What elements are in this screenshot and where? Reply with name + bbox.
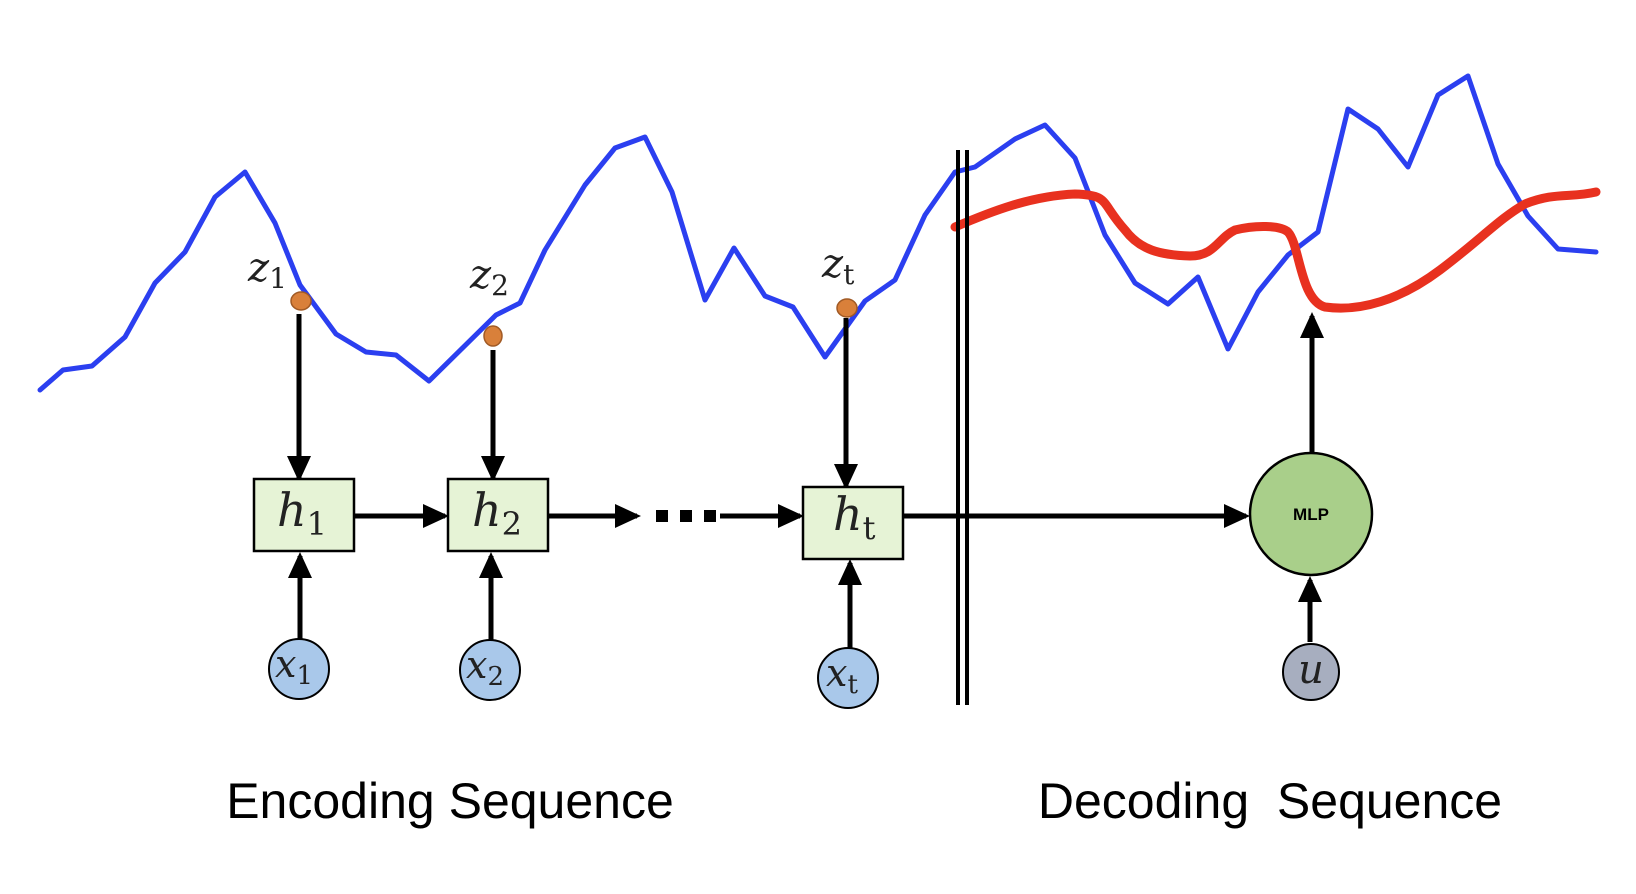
svg-text:xt: xt [826,651,858,700]
u-input-node: u [1282,643,1340,701]
input-node-t: xt [817,647,879,709]
input-node-2: x2 [459,639,521,701]
svg-text:x2: x2 [466,643,504,692]
observation-arrows [287,314,858,490]
svg-text:MLP: MLP [1293,505,1329,524]
mlp-node: MLP [1248,451,1374,577]
observation-label-t: zt [821,241,855,291]
svg-text:ht: ht [833,487,876,547]
input-arrows [288,552,862,648]
observation-label-2: z2 [469,252,509,302]
svg-text:x1: x1 [275,642,313,691]
hidden-state-t: ht [801,485,905,561]
encoder-decoder-separator [956,150,969,705]
forecast-series-line [950,187,1601,313]
svg-text:u: u [1298,647,1324,693]
hidden-state-1: h1 [252,477,356,553]
hidden-state-2: h2 [446,477,550,553]
encoding-sequence-caption: Encoding Sequence [226,773,674,829]
observation-dot-2 [483,325,503,347]
observation-label-1: z1 [247,245,287,295]
svg-text:h1: h1 [277,483,327,543]
svg-text:h2: h2 [472,483,522,543]
ellipsis-dots-icon [656,510,716,522]
input-node-1: x1 [268,638,330,700]
decoding-sequence-caption: Decoding Sequence [1038,773,1502,829]
observation-dot-t [836,298,858,318]
observation-dots [290,291,858,347]
observation-dot-1 [290,291,312,311]
observed-series-line [37,73,1599,393]
